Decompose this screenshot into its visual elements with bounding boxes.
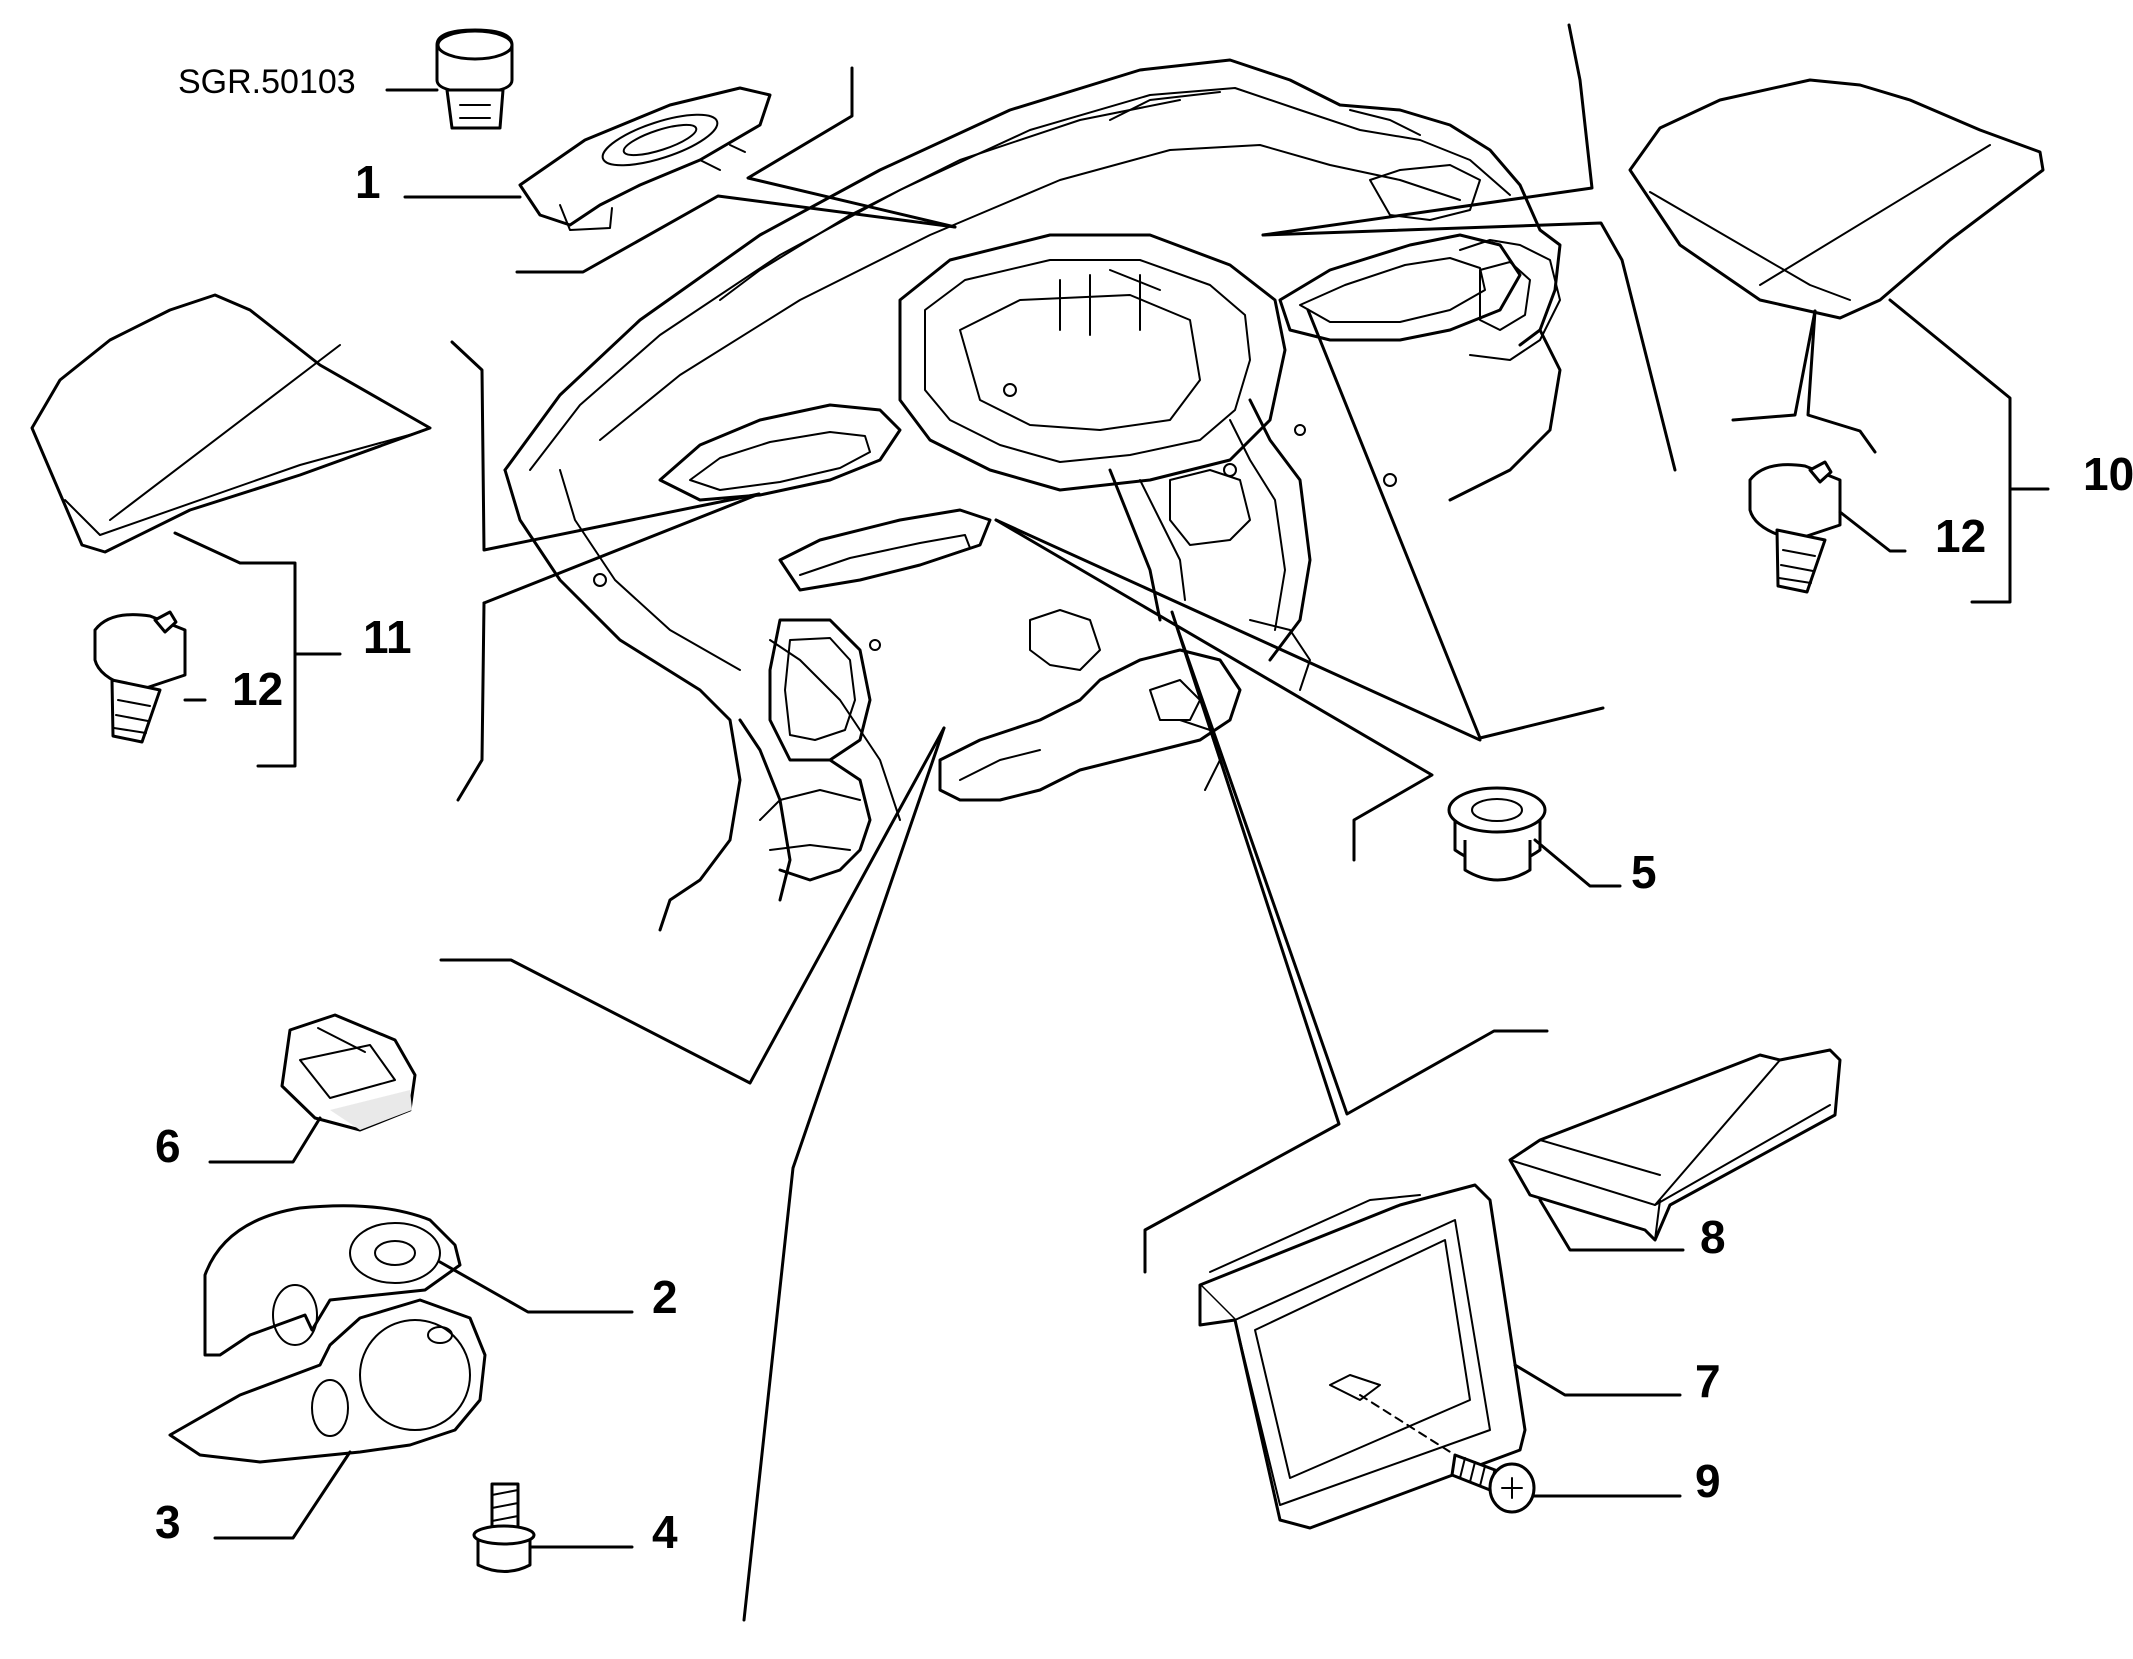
part-12-right-leader xyxy=(1838,510,1907,553)
part-2-leader xyxy=(438,1260,634,1314)
part-6-spring-clip xyxy=(280,1013,417,1132)
part-3-lower-shroud xyxy=(168,1298,487,1464)
part-12-left-label: 12 xyxy=(232,663,283,715)
part-4-flange-screw xyxy=(472,1482,536,1573)
part-8-label: 8 xyxy=(1700,1211,1726,1263)
part-10-leader xyxy=(1888,298,2012,604)
part-11-leader xyxy=(173,531,297,768)
part-10-label: 10 xyxy=(2083,448,2133,500)
part-6-leader xyxy=(208,1116,322,1164)
part-1-top-bezel xyxy=(518,86,772,231)
part-12-right-fastener xyxy=(1748,460,1842,594)
part-12-right-label: 12 xyxy=(1935,510,1986,562)
leader-lines xyxy=(439,23,1677,1622)
part-5-label: 5 xyxy=(1631,846,1657,898)
part-5-grommet xyxy=(1447,786,1547,882)
dashboard-assembly xyxy=(503,58,1562,932)
reference-code-label: SGR.50103 xyxy=(178,63,356,101)
part-2-label: 2 xyxy=(652,1271,678,1323)
part-4-label: 4 xyxy=(652,1506,678,1558)
part-8-compartment-tray xyxy=(1508,1048,1842,1242)
part-3-label: 3 xyxy=(155,1496,181,1548)
part-11-left-end-cap xyxy=(30,293,432,554)
sgr-button-part xyxy=(435,28,514,130)
part-7-leader xyxy=(1513,1363,1682,1397)
part-7-compartment-frame xyxy=(1198,1183,1527,1530)
part-9-axis xyxy=(1359,1394,1456,1456)
part-5-leader xyxy=(1533,838,1622,888)
part-10-right-end-cap xyxy=(1628,78,2045,320)
part-3-leader xyxy=(213,1450,352,1540)
part-6-label: 6 xyxy=(155,1120,181,1172)
part-2-upper-shroud xyxy=(203,1204,462,1357)
part-10-fastener-leader xyxy=(1731,309,1817,422)
part-11-label: 11 xyxy=(363,611,412,663)
part-7-label: 7 xyxy=(1695,1355,1721,1407)
part-12-left-fastener xyxy=(93,610,187,744)
part-9-screw xyxy=(1450,1453,1536,1514)
part-9-label: 9 xyxy=(1695,1455,1721,1507)
part-1-label: 1 xyxy=(355,156,381,208)
part-10-fastener-leader-b xyxy=(1806,309,1877,454)
part-8-leader xyxy=(1538,1198,1685,1252)
